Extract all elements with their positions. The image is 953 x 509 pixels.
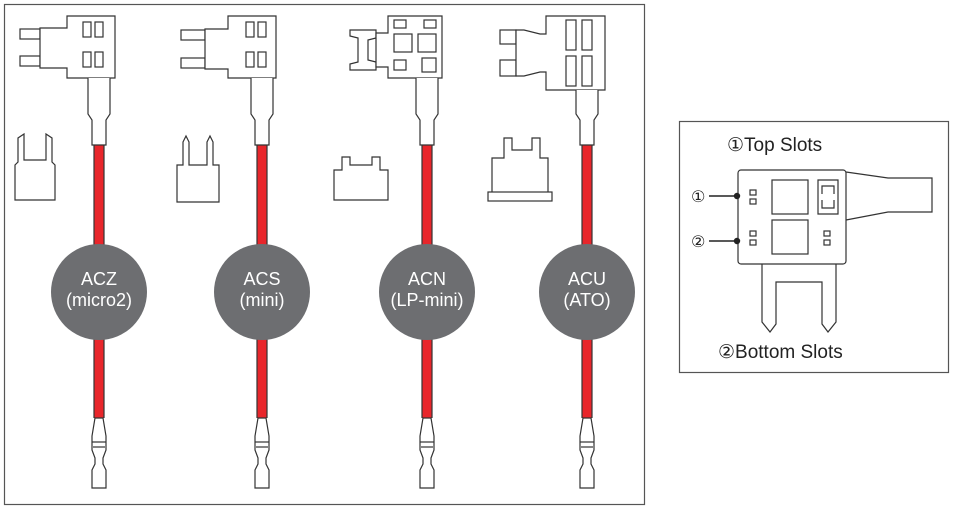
main-panel-frame <box>3 3 646 506</box>
fuse-mini <box>176 134 220 203</box>
adapter-code: ACS <box>243 269 280 289</box>
slot-legend-inset: ①Top Slots ②Bottom Slots ① ② <box>678 120 950 374</box>
adapter-badge <box>379 244 475 340</box>
marker-bottom-slots: ② <box>691 232 705 251</box>
adapter-fuse-type: (micro2) <box>66 290 132 310</box>
adapter-code: ACU <box>568 269 606 289</box>
fuse-holder <box>19 15 116 146</box>
adapter-code: ACZ <box>81 269 117 289</box>
adapter-fuse-type: (ATO) <box>563 290 610 310</box>
adapter-badge <box>539 244 635 340</box>
marker-top-slots: ① <box>691 187 705 206</box>
adapter-fuse-type: (mini) <box>240 290 285 310</box>
spade-connector <box>579 417 595 489</box>
adapter-badge <box>51 244 147 340</box>
adapter-acu: ACU (ATO) <box>487 15 635 489</box>
holder-diagram <box>737 169 933 333</box>
fuse-holder <box>499 15 606 146</box>
adapter-code: ACN <box>408 269 446 289</box>
adapter-acn: ACN (LP-mini) <box>333 15 475 489</box>
bottom-slots-label: ②Bottom Slots <box>718 342 843 363</box>
fuse-micro2 <box>14 132 56 201</box>
fuse-holder <box>349 15 443 146</box>
adapter-acz: ACZ (micro2) <box>14 15 147 489</box>
leader-dot-bottom <box>733 237 741 245</box>
adapter-badge <box>214 244 310 340</box>
top-slots-label: ①Top Slots <box>727 135 822 156</box>
spade-connector <box>91 417 107 489</box>
spade-connector <box>419 417 435 489</box>
fuse-holder <box>180 15 277 146</box>
leader-dot-top <box>733 192 741 200</box>
adapter-fuse-type: (LP-mini) <box>390 290 463 310</box>
spade-connector <box>254 417 270 489</box>
fuse-lp-mini <box>333 156 389 201</box>
adapter-acs: ACS (mini) <box>176 15 310 489</box>
fuse-ato <box>487 137 553 202</box>
